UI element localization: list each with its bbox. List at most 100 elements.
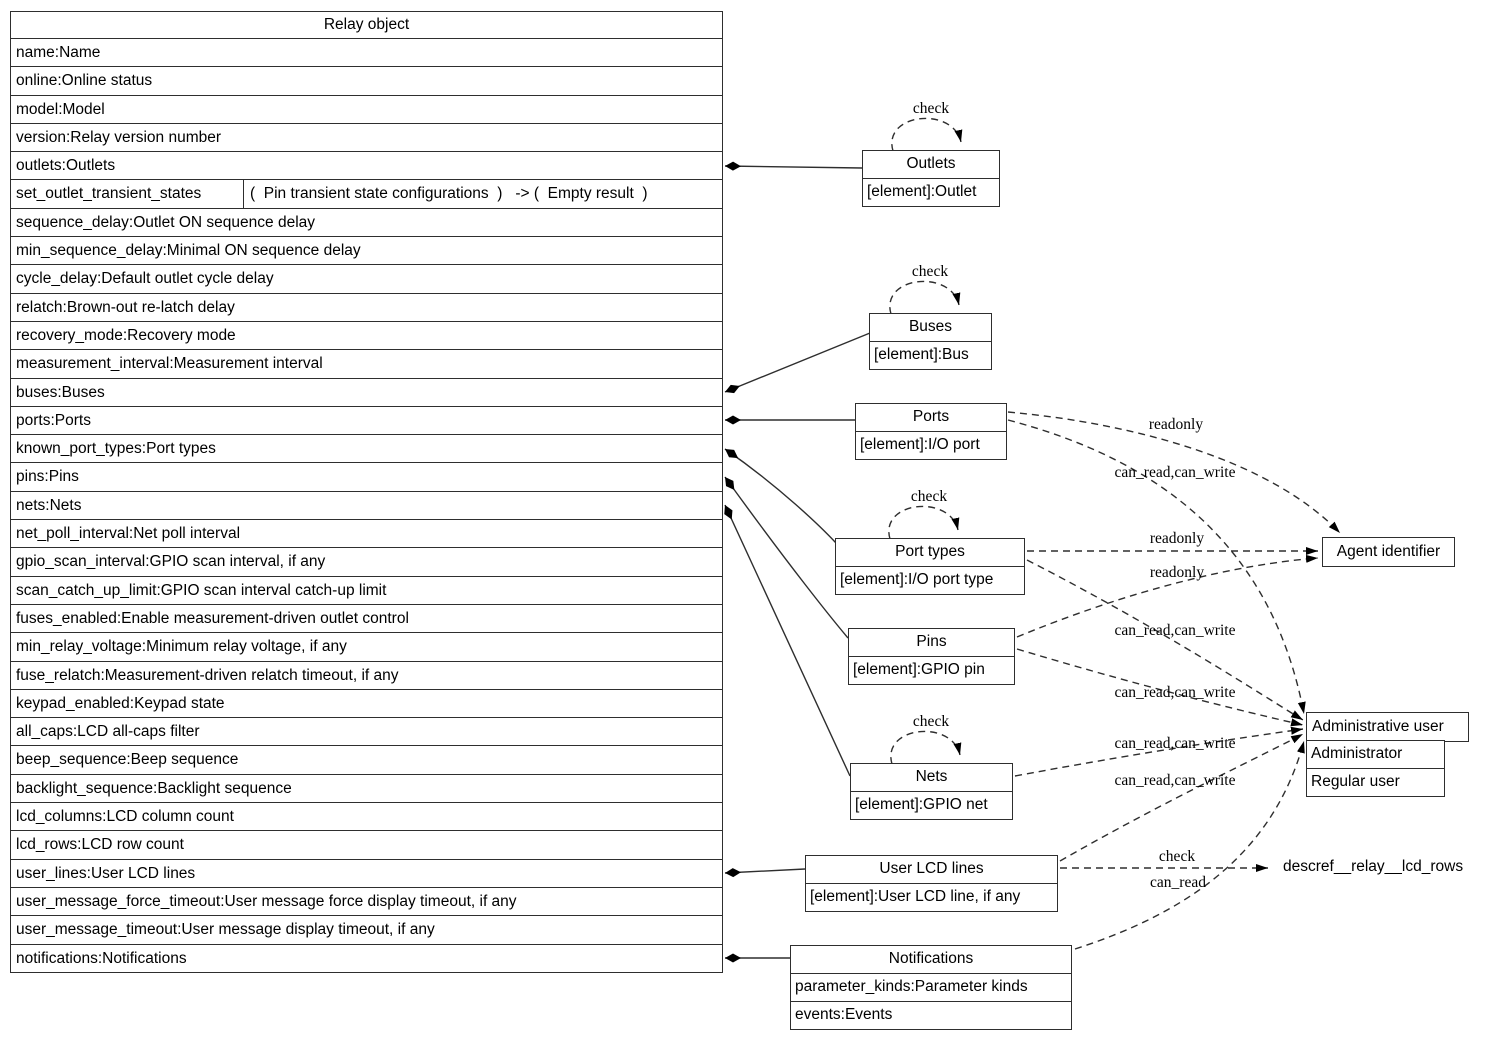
table-row: user_message_force_timeout:User message … [11,886,722,915]
table-row-method: set_outlet_transient_states ( Pin transi… [11,179,722,208]
method-signature: ( Pin transient state configurations ) -… [250,185,648,203]
node-title: Buses [870,314,991,342]
table-row: measurement_interval:Measurement interva… [11,349,722,377]
node-title: User LCD lines [806,856,1057,884]
node-user-lcd-lines: User LCD lines [element]:User LCD line, … [805,855,1058,912]
node-title: Notifications [791,946,1071,974]
edge-label-can-read: can_read [1150,874,1206,891]
table-row: keypad_enabled:Keypad state [11,688,722,717]
edge-label-check: check [911,263,949,280]
table-row: fuse_relatch:Measurement-driven relatch … [11,660,722,689]
node-title: Pins [849,629,1014,657]
edge-port-types-check [888,505,960,540]
node-port-types: Port types [element]:I/O port type [835,538,1025,595]
edge-label-can-read-write: can_read,can_write [1114,735,1236,752]
node-buses: Buses [element]:Bus [869,313,992,370]
node-ports: Ports [element]:I/O port [855,403,1007,460]
node-outlets: Outlets [element]:Outlet [862,150,1000,207]
node-row: [element]:Outlet [867,183,977,200]
table-row: recovery_mode:Recovery mode [11,320,722,349]
table-row: ports:Ports [11,405,722,434]
table-row: min_sequence_delay:Minimal ON sequence d… [11,236,722,264]
table-row: notifications:Notifications [11,943,722,972]
node-row: parameter_kinds:Parameter kinds [795,978,1028,995]
node-nets: Nets [element]:GPIO net [850,763,1013,820]
edge-notifications-can-read [1074,740,1305,950]
table-row: fuses_enabled:Enable measurement-driven … [11,603,722,632]
edge-pins-can-read-write [1016,648,1304,727]
table-row: scan_catch_up_limit:GPIO scan interval c… [11,575,722,604]
node-title: Outlets [863,151,999,179]
table-row: net_poll_interval:Net poll interval [11,519,722,547]
edge-nets-can-read-write [1014,726,1304,777]
table-row: lcd_columns:LCD column count [11,802,722,830]
node-row: [element]:I/O port [860,436,980,453]
link-pins [724,476,849,639]
table-row: cycle_delay:Default outlet cycle delay [11,264,722,292]
edge-label-readonly: readonly [1149,564,1205,581]
link-user-lcd-lines [724,868,806,878]
table-title: Relay object [323,16,410,33]
link-outlets [724,161,863,171]
node-notifications: Notifications parameter_kinds:Parameter … [790,945,1072,1030]
node-title: Nets [851,764,1012,792]
node-agent-identifier: Agent identifier [1322,537,1455,567]
table-row: buses:Buses [11,377,722,406]
table-row: pins:Pins [11,462,722,490]
table-row: sequence_delay:Outlet ON sequence delay [11,207,722,236]
table-row: model:Model [11,94,722,123]
edge-label-can-read-write: can_read,can_write [1114,772,1236,789]
edge-outlets-check [891,117,963,152]
method-name: set_outlet_transient_states [11,180,244,208]
table-row: relatch:Brown-out re-latch delay [11,292,722,321]
edge-user-lcd-can-read-write [1059,733,1304,862]
node-title: Ports [856,404,1006,432]
table-row: known_port_types:Port types [11,434,722,462]
edge-label-readonly: readonly [1148,416,1204,433]
edge-label-can-read-write: can_read,can_write [1114,622,1236,639]
table-row: lcd_rows:LCD row count [11,830,722,858]
table-row: user_lines:User LCD lines [11,858,722,887]
node-row: events:Events [791,1001,1071,1029]
table-row: min_relay_voltage:Minimum relay voltage,… [11,632,722,660]
edge-label-check: check [912,100,950,117]
table-row: outlets:Outlets [11,151,722,179]
table-row: version:Relay version number [11,122,722,151]
node-row: [element]:GPIO net [855,796,988,813]
edge-label-check: check [910,488,948,505]
relay-object-table: Relay object name:Name online:Online sta… [10,11,723,973]
descref-lcd-rows-label: descref__relay__lcd_rows [1283,858,1464,875]
table-row: beep_sequence:Beep sequence [11,745,722,773]
node-administrative-user-roles: Administrator Regular user [1306,740,1445,797]
node-administrative-user: Administrative user [1306,712,1469,742]
edge-buses-check [889,280,961,315]
table-row: nets:Nets [11,490,722,519]
node-row: [element]:User LCD line, if any [810,888,1021,905]
edge-label-can-read-write: can_read,can_write [1114,464,1236,481]
edge-label-check: check [912,713,950,730]
node-title: Port types [836,539,1024,567]
node-row: [element]:I/O port type [840,571,994,588]
edge-ports-can-read-write [1007,419,1306,715]
node-row: [element]:GPIO pin [853,661,985,678]
edge-port-types-can-read-write [1026,559,1304,721]
node-row: Administrator [1311,745,1403,762]
node-row: [element]:Bus [874,346,969,363]
table-row: user_message_timeout:User message displa… [11,915,722,943]
node-pins: Pins [element]:GPIO pin [848,628,1015,685]
edge-label-can-read-write: can_read,can_write [1114,684,1236,701]
edge-label-check: check [1158,848,1196,865]
table-row: gpio_scan_interval:GPIO scan interval, i… [11,547,722,575]
link-nets [724,504,851,777]
table-row: online:Online status [11,66,722,94]
node-row: Regular user [1307,768,1444,796]
link-port-types [724,448,837,544]
table-row: all_caps:LCD all-caps filter [11,717,722,745]
edge-pins-readonly [1016,554,1319,638]
link-buses [724,332,871,394]
edge-label-readonly: readonly [1149,530,1205,547]
edge-ports-readonly [1007,411,1341,534]
table-row: name:Name [11,38,722,66]
table-row: backlight_sequence:Backlight sequence [11,773,722,802]
